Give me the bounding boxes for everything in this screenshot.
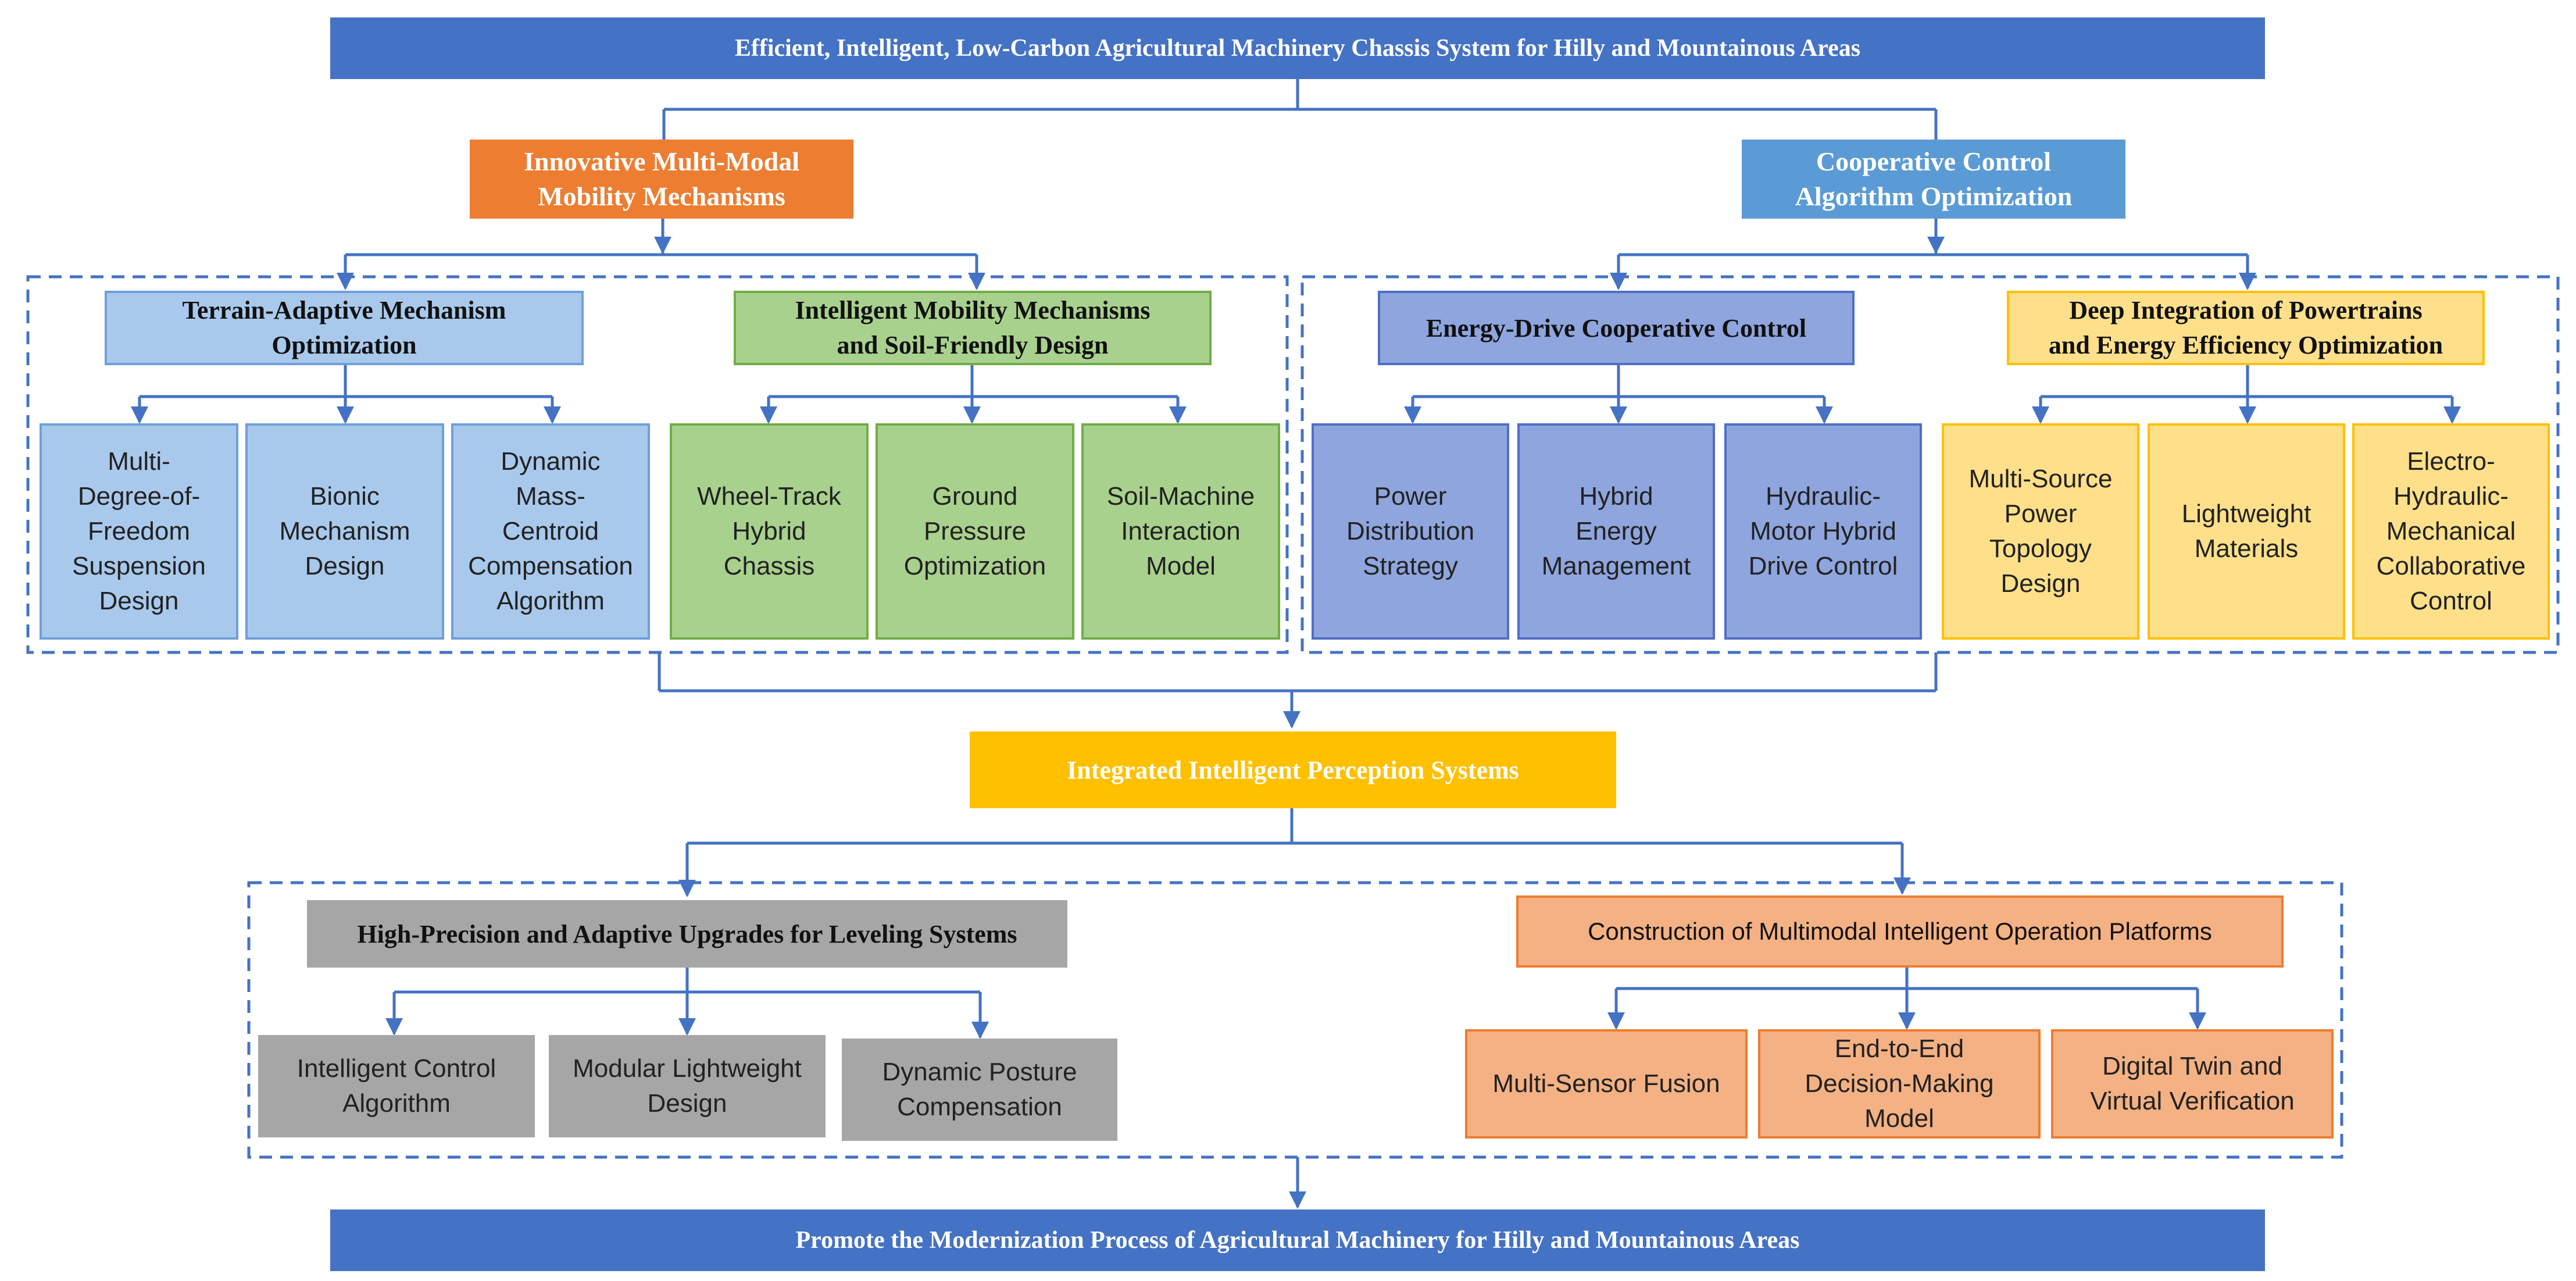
- leaf-label: Digital Twin and Virtual Verification: [2090, 1052, 2295, 1115]
- left-group-frame: [26, 275, 1289, 654]
- leaf-wheel-track: Wheel-Track Hybrid Chassis: [670, 423, 869, 640]
- leaf-digital-twin: Digital Twin and Virtual Verification: [2051, 1029, 2334, 1139]
- right-group-frame: [1300, 275, 2560, 654]
- intelligent-mobility-label: Intelligent Mobility Mechanisms and Soil…: [795, 296, 1151, 359]
- cooperative-control-label: Cooperative Control Algorithm Optimizati…: [1795, 147, 2073, 211]
- leaf-soil-machine: Soil-Machine Interaction Model: [1081, 423, 1280, 640]
- operation-platforms-node: Construction of Multimodal Intelligent O…: [1516, 895, 2284, 968]
- operation-platforms-label: Construction of Multimodal Intelligent O…: [1588, 918, 2212, 945]
- leaf-label: Electro- Hydraulic- Mechanical Collabora…: [2376, 447, 2526, 615]
- perception-systems-label: Integrated Intelligent Perception System…: [1067, 755, 1519, 784]
- leaf-label: Soil-Machine Interaction Model: [1106, 482, 1255, 580]
- leveling-systems-label: High-Precision and Adaptive Upgrades for…: [357, 919, 1017, 948]
- leaf-label: Ground Pressure Optimization: [903, 482, 1046, 580]
- leaf-multi-sensor: Multi-Sensor Fusion: [1465, 1029, 1748, 1139]
- leaf-end-to-end: End-to-End Decision-Making Model: [1758, 1029, 2041, 1139]
- leaf-label: Lightweight Materials: [2181, 499, 2311, 563]
- perception-systems-node: Integrated Intelligent Perception System…: [970, 732, 1616, 808]
- connector-g3-bar: [1413, 365, 1824, 398]
- leaf-label: Wheel-Track Hybrid Chassis: [697, 482, 841, 580]
- connector-top: [662, 79, 1938, 140]
- leaf-label: Multi-Sensor Fusion: [1492, 1069, 1720, 1098]
- bottom-banner: Promote the Modernization Process of Agr…: [330, 1209, 2265, 1271]
- leaf-hydraulic-motor: Hydraulic- Motor Hybrid Drive Control: [1724, 423, 1922, 640]
- leaf-ground-pressure: Ground Pressure Optimization: [876, 423, 1074, 640]
- leaf-suspension-design: Multi- Degree-of- Freedom Suspension Des…: [40, 423, 238, 640]
- terrain-adaptive-node: Terrain-Adaptive Mechanism Optimization: [105, 291, 584, 365]
- connector-left-branch: [345, 219, 977, 255]
- leaf-hybrid-energy: Hybrid Energy Management: [1517, 423, 1715, 640]
- intelligent-mobility-node: Intelligent Mobility Mechanisms and Soil…: [734, 291, 1212, 365]
- leaf-power-distribution: Power Distribution Strategy: [1312, 423, 1509, 640]
- leaf-label: Bionic Mechanism Design: [279, 482, 410, 580]
- bottom-group-frame: [247, 881, 2343, 1159]
- terrain-adaptive-label: Terrain-Adaptive Mechanism Optimization: [182, 296, 506, 359]
- leaf-label: Multi- Degree-of- Freedom Suspension Des…: [72, 447, 206, 615]
- bottom-banner-text: Promote the Modernization Process of Agr…: [795, 1227, 1800, 1254]
- leveling-systems-node: High-Precision and Adaptive Upgrades for…: [307, 900, 1067, 968]
- leaf-label: Modular Lightweight Design: [573, 1054, 802, 1118]
- leaf-electro-hydraulic: Electro- Hydraulic- Mechanical Collabora…: [2352, 423, 2550, 640]
- top-banner: Efficient, Intelligent, Low-Carbon Agric…: [330, 17, 2265, 79]
- connector-g4-bar: [2041, 365, 2452, 398]
- mobility-mechanisms-node: Innovative Multi-Modal Mobility Mechanis…: [470, 140, 853, 219]
- leaf-mass-centroid: Dynamic Mass- Centroid Compensation Algo…: [451, 423, 650, 640]
- leaf-intelligent-control: Intelligent Control Algorithm: [258, 1035, 535, 1137]
- leaf-modular-lightweight: Modular Lightweight Design: [549, 1035, 826, 1137]
- energy-drive-label: Energy-Drive Cooperative Control: [1425, 313, 1807, 342]
- top-banner-text: Efficient, Intelligent, Low-Carbon Agric…: [734, 35, 1861, 62]
- cooperative-control-node: Cooperative Control Algorithm Optimizati…: [1742, 140, 2125, 219]
- energy-drive-node: Energy-Drive Cooperative Control: [1378, 291, 1855, 365]
- leaf-label: Hybrid Energy Management: [1541, 482, 1691, 580]
- connector-g1-bar: [140, 365, 552, 398]
- mobility-mechanisms-label: Innovative Multi-Modal Mobility Mechanis…: [523, 147, 800, 211]
- connector-to-perception: [658, 652, 1938, 727]
- connector-perception-split: [687, 808, 1902, 845]
- leaf-dynamic-posture: Dynamic Posture Compensation: [842, 1039, 1117, 1141]
- connector-right-branch: [1619, 219, 2248, 255]
- leaf-label: Dynamic Posture Compensation: [882, 1058, 1077, 1121]
- leaf-label: Intelligent Control Algorithm: [296, 1054, 496, 1118]
- leaf-label: Power Distribution Strategy: [1346, 482, 1475, 580]
- leaf-label: Dynamic Mass- Centroid Compensation Algo…: [468, 447, 633, 615]
- leaf-bionic-mechanism: Bionic Mechanism Design: [245, 423, 444, 640]
- leaf-power-topology: Multi-Source Power Topology Design: [1942, 423, 2139, 640]
- connector-g6-bar: [1616, 968, 2198, 990]
- leaf-label: Multi-Source Power Topology Design: [1968, 465, 2113, 598]
- leaf-label: Hydraulic- Motor Hybrid Drive Control: [1748, 482, 1898, 580]
- powertrain-integration-node: Deep Integration of Powertrains and Ener…: [2007, 291, 2485, 365]
- leaf-lightweight-materials: Lightweight Materials: [2148, 423, 2345, 640]
- powertrain-integration-label: Deep Integration of Powertrains and Ener…: [2048, 296, 2443, 359]
- connector-g2-bar: [769, 365, 1178, 398]
- leaf-label: End-to-End Decision-Making Model: [1805, 1034, 1994, 1133]
